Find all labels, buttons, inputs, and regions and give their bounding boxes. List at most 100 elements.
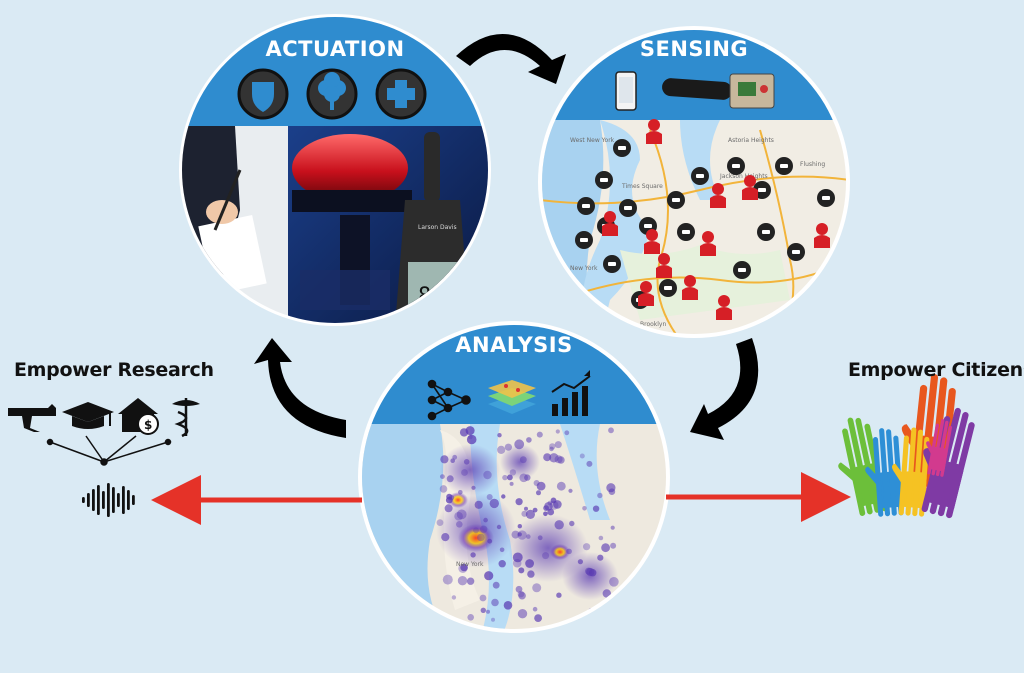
heat-dot bbox=[446, 475, 454, 483]
heat-dot bbox=[451, 595, 457, 600]
sensing-title: SENSING bbox=[640, 37, 748, 61]
heat-dot bbox=[542, 552, 550, 560]
heat-dot bbox=[484, 571, 494, 581]
heat-dot bbox=[459, 428, 469, 437]
heat-dot bbox=[566, 548, 572, 555]
arrow-sensing-to-analysis bbox=[690, 338, 759, 440]
empower-research-title: Empower Research bbox=[14, 359, 214, 381]
heat-dot bbox=[609, 577, 619, 587]
sensor-marker bbox=[659, 279, 677, 297]
smartphone-icon bbox=[615, 71, 637, 111]
sensor-marker bbox=[775, 157, 793, 175]
arrow-actuation-to-sensing bbox=[456, 33, 566, 84]
heat-dot bbox=[525, 559, 534, 568]
audio-waveform-icon bbox=[82, 483, 135, 517]
heat-dot bbox=[602, 589, 611, 598]
heat-dot bbox=[517, 590, 525, 598]
heat-dot bbox=[547, 500, 553, 506]
heat-dot bbox=[504, 443, 512, 451]
sensor-marker bbox=[603, 255, 621, 273]
heat-dot bbox=[534, 614, 542, 622]
heat-dot bbox=[474, 500, 483, 509]
heat-dot bbox=[444, 504, 453, 513]
empower-citizens-title: Empower Citizens bbox=[848, 359, 1024, 381]
heat-dot bbox=[583, 543, 591, 551]
heat-dot bbox=[502, 474, 508, 481]
waveform-bar bbox=[107, 483, 110, 517]
heat-dot bbox=[498, 560, 506, 568]
heat-dot bbox=[610, 542, 617, 549]
sensor-device-icon bbox=[662, 73, 775, 109]
heat-dot bbox=[499, 547, 505, 553]
housing-finance-icon: $ bbox=[118, 398, 159, 435]
caduceus-icon bbox=[172, 398, 200, 438]
heat-dot bbox=[497, 433, 502, 438]
person-marker bbox=[656, 253, 672, 278]
sensor-marker bbox=[757, 223, 775, 241]
heat-dot bbox=[486, 609, 490, 614]
heat-dot bbox=[532, 606, 538, 612]
waveform-bar bbox=[97, 485, 100, 515]
waveform-bar bbox=[112, 487, 115, 513]
map-label-brooklyn: Brooklyn bbox=[640, 321, 666, 328]
heat-dot bbox=[456, 509, 467, 520]
heat-dot bbox=[466, 434, 477, 445]
heat-dot bbox=[470, 552, 476, 558]
heat-dot bbox=[525, 509, 536, 519]
growth-chart-icon bbox=[551, 370, 591, 416]
heat-dot bbox=[598, 535, 604, 541]
person-marker bbox=[602, 211, 618, 236]
person-marker bbox=[646, 119, 662, 144]
sensor-marker bbox=[817, 189, 835, 207]
person-marker bbox=[700, 231, 716, 256]
citation-writing-photo bbox=[182, 126, 288, 323]
heat-dot bbox=[554, 520, 564, 530]
sensor-marker bbox=[727, 157, 745, 175]
tree-icon bbox=[306, 68, 358, 120]
heat-dot bbox=[597, 554, 604, 561]
waveform-bar bbox=[87, 493, 90, 507]
map-label-west-new-york: West New York bbox=[570, 137, 615, 144]
heat-dot bbox=[524, 474, 531, 481]
svg-text:$: $ bbox=[144, 418, 152, 432]
person-marker bbox=[710, 183, 726, 208]
heat-dot bbox=[532, 583, 542, 593]
shield-icon bbox=[237, 68, 289, 120]
heat-dot bbox=[532, 507, 538, 513]
heat-dot bbox=[517, 609, 528, 619]
heat-dot bbox=[518, 567, 525, 574]
heat-dot bbox=[515, 585, 523, 593]
person-marker bbox=[814, 223, 830, 248]
heat-dot bbox=[467, 614, 475, 621]
heat-dot bbox=[564, 430, 570, 436]
heat-dot bbox=[461, 469, 468, 476]
heat-dot bbox=[597, 492, 603, 499]
heat-dot bbox=[517, 524, 522, 529]
heat-dot bbox=[526, 437, 532, 443]
heat-dot bbox=[519, 456, 527, 464]
map-label-new-york: New York bbox=[570, 265, 598, 272]
heat-dot bbox=[507, 474, 513, 481]
research-connectors bbox=[46, 435, 172, 466]
heat-dot bbox=[489, 498, 499, 509]
heat-dot bbox=[577, 559, 584, 565]
heat-dot bbox=[519, 473, 528, 483]
heat-dot bbox=[524, 506, 528, 511]
person-marker bbox=[638, 281, 654, 306]
heat-dot bbox=[439, 485, 448, 493]
heat-dot bbox=[477, 533, 485, 542]
heat-dot bbox=[582, 506, 587, 511]
raised-hands-icon bbox=[838, 374, 975, 519]
sensor-marker bbox=[677, 223, 695, 241]
heat-dot bbox=[509, 469, 517, 476]
heat-dot bbox=[503, 601, 513, 610]
heat-dot bbox=[497, 445, 506, 454]
map-label-flushing: Flushing bbox=[800, 161, 825, 168]
sensor-marker bbox=[787, 243, 805, 261]
heat-dot bbox=[496, 524, 502, 530]
heat-dot bbox=[549, 453, 559, 463]
heat-dot bbox=[473, 527, 479, 534]
map-label-astoria: Astoria Heights bbox=[728, 137, 774, 144]
sensing-circle: West New York Astoria Heights Jackson He… bbox=[538, 26, 850, 338]
heat-dot bbox=[457, 576, 468, 586]
